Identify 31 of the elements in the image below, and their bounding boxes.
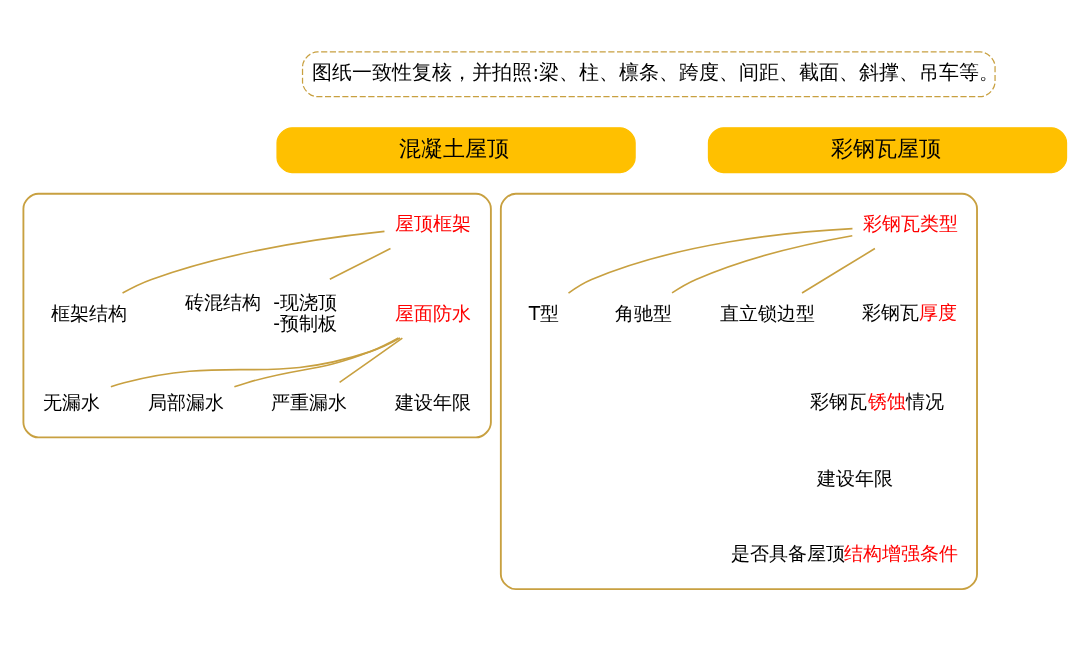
- node-label: -预制板: [273, 313, 338, 335]
- node-text: 彩钢瓦锈蚀情况: [810, 391, 945, 413]
- node-label: -现浇顶: [273, 292, 338, 314]
- connector: [338, 337, 404, 384]
- node-box: 图纸一致性复核，并拍照:梁、柱、檩条、跨度、间距、截面、斜撑、吊车等。: [301, 51, 996, 98]
- node-text: 直立锁边型: [719, 302, 815, 324]
- cluster: [499, 192, 978, 590]
- connector: [671, 234, 854, 294]
- node-text: 屋顶框架: [394, 213, 471, 235]
- node-text: 建设年限: [817, 468, 894, 490]
- node-text: 角驰型: [615, 302, 673, 324]
- node-text: 建设年限: [394, 392, 471, 414]
- node-text: 彩钢瓦厚度: [862, 301, 958, 323]
- node-text: 局部漏水: [148, 392, 225, 414]
- connector: [801, 247, 876, 294]
- node-box: 彩钢瓦屋顶: [707, 127, 1068, 174]
- node-box: 混凝土屋顶: [276, 127, 636, 174]
- connector: [233, 337, 400, 388]
- cluster: [22, 192, 492, 439]
- node-text: 彩钢瓦类型: [862, 213, 958, 235]
- connector: [110, 337, 401, 388]
- node-text: 框架结构: [51, 302, 128, 324]
- node-text: 严重漏水: [271, 392, 348, 414]
- connector: [567, 227, 854, 294]
- node-text: 是否具备屋顶结构增强条件: [730, 542, 958, 564]
- node-text: 无漏水: [43, 392, 101, 414]
- connector: [121, 230, 386, 294]
- node-text: T型: [528, 302, 560, 324]
- node-text: 屋面防水: [394, 302, 471, 324]
- connector: [329, 247, 392, 281]
- node-text: 砖混结构: [185, 292, 262, 314]
